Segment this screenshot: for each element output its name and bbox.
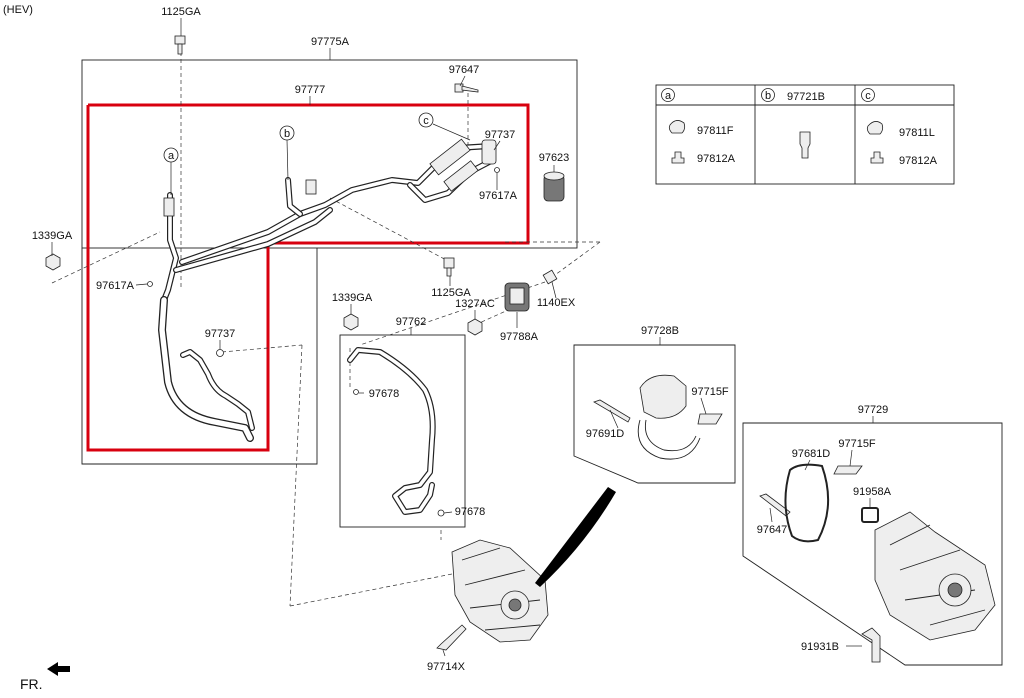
label-91958a: 91958A [853, 486, 892, 498]
reference-lines [51, 52, 601, 607]
o-ring-icon [494, 167, 500, 173]
callouts: a b c [163, 112, 434, 163]
label-97681d: 97681D [792, 448, 831, 460]
label-97623: 97623 [539, 152, 570, 164]
bolt-icon [542, 269, 558, 285]
legend-a-item-1: 97811F [697, 125, 734, 137]
label-97728b: 97728B [641, 325, 679, 337]
o-ring-icon [353, 389, 359, 395]
label-97788a: 97788A [500, 331, 539, 343]
frame-97762 [339, 334, 466, 528]
callout-c: c [423, 115, 429, 127]
label-97647-top: 97647 [449, 64, 480, 76]
bolt-icon [443, 257, 455, 277]
label-97714x: 97714X [427, 661, 466, 673]
legend-letter-b: b [765, 90, 771, 102]
callout-a: a [168, 150, 175, 162]
label-1339ga-left: 1339GA [32, 230, 73, 242]
label-91931b: 91931B [801, 641, 839, 653]
legend-table: a b c 97721B 97811F 97812A 97811L 97812A [655, 84, 955, 185]
callout-b: b [284, 128, 290, 140]
label-97678-a: 97678 [369, 388, 400, 400]
label-1125ga-top: 1125GA [161, 6, 201, 18]
frame-97729 [742, 422, 1003, 666]
nut-icon [343, 313, 359, 331]
cap-icon [668, 120, 686, 134]
label-97715f-a: 97715F [691, 386, 729, 398]
label-97715f-b: 97715F [838, 438, 876, 450]
label-1327ac: 1327AC [455, 298, 495, 310]
pipe-assembly-97777 [158, 138, 497, 442]
cap-icon-c [866, 121, 884, 135]
label-97678-b: 97678 [455, 506, 486, 518]
nut-icon [467, 318, 483, 336]
label-97729: 97729 [858, 404, 889, 416]
valve-core-icon [671, 151, 685, 164]
label-97617a-right: 97617A [479, 190, 518, 202]
legend-b-header: 97721B [787, 91, 825, 103]
compressor-detail [874, 511, 996, 641]
label-97737-left: 97737 [205, 328, 236, 340]
compressor-parts-97729 [784, 463, 881, 663]
leader-lines [51, 18, 874, 657]
label-97777: 97777 [295, 84, 326, 96]
bolt-icon [759, 493, 791, 517]
receiver-drier-97623 [543, 171, 565, 202]
legend-c-item-1: 97811L [899, 127, 935, 139]
sensor-97788a [504, 282, 530, 312]
bolt-icon [436, 624, 467, 651]
bolt-icon [454, 83, 479, 93]
o-ring-icon [147, 281, 153, 287]
legend-letter-c: c [865, 90, 871, 102]
legend-c-item-2: 97812A [899, 155, 938, 167]
hose-97762 [347, 347, 436, 515]
front-label: FR. [20, 676, 43, 692]
detail-pointer [535, 487, 616, 587]
label-97775a: 97775A [311, 36, 350, 48]
o-ring-icon [437, 509, 445, 517]
frame-97775a-lower [81, 248, 318, 465]
o-ring-icon [216, 349, 224, 357]
nut-icon [45, 253, 61, 271]
compressor-cover-97728b [637, 374, 723, 460]
label-1125ga-mid: 1125GA [431, 287, 471, 299]
label-97647-bot: 97647 [757, 524, 788, 536]
label-97691d: 97691D [586, 428, 625, 440]
valve-core-icon-c [870, 151, 884, 164]
variant-label: (HEV) [3, 4, 33, 16]
bolt-icon [174, 35, 186, 55]
legend-letter-a: a [665, 90, 672, 102]
label-1140ex: 1140EX [537, 297, 576, 309]
label-97617a-left: 97617A [96, 280, 135, 292]
front-arrow-icon [47, 662, 70, 676]
frame-97728b [573, 344, 736, 484]
bolt-icon [593, 399, 631, 423]
frame-97775a [81, 59, 578, 249]
label-1339ga-mid: 1339GA [332, 292, 373, 304]
legend-a-item-2: 97812A [697, 153, 736, 165]
hardware [45, 35, 791, 651]
compressor-main [451, 539, 549, 643]
label-97762: 97762 [396, 316, 427, 328]
pressure-sensor-icon [799, 131, 811, 159]
label-97737-top: 97737 [485, 129, 516, 141]
part-labels: (HEV) 1125GA 97775A 97777 97647 97737 97… [3, 4, 892, 692]
